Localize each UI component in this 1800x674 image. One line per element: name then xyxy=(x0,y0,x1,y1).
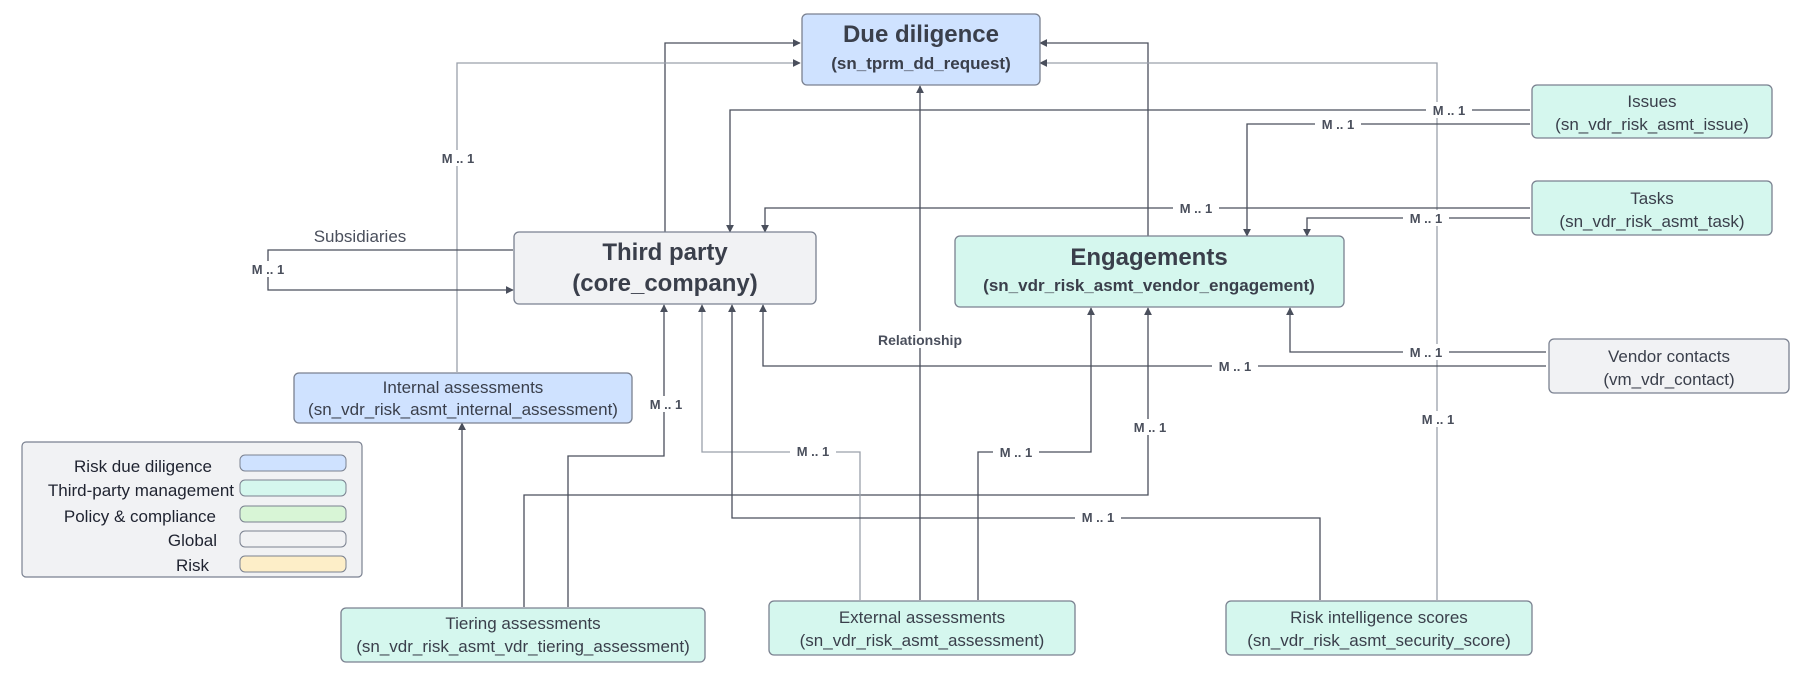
cardinality-label: M .. 1 xyxy=(1433,103,1466,118)
legend-label: Third-party management xyxy=(48,481,234,500)
connector-external-thirdparty xyxy=(698,304,861,600)
legend-item-policy-compliance: Policy & compliance xyxy=(64,505,347,526)
node-title: Vendor contacts xyxy=(1608,347,1730,366)
card-tiering-engagements: M .. 1 xyxy=(1127,419,1173,435)
card-contacts-thirdparty: M .. 1 xyxy=(1212,358,1258,374)
cardinality-label: M .. 1 xyxy=(1082,510,1115,525)
node-table-name: (sn_vdr_risk_asmt_internal_assessment) xyxy=(308,400,618,419)
connector-contacts-thirdparty xyxy=(759,304,1546,367)
legend-swatch xyxy=(239,555,347,573)
node-tasks[interactable]: Tasks (sn_vdr_risk_asmt_task) xyxy=(1531,180,1773,236)
connector-tiering-thirdparty xyxy=(567,304,668,607)
card-issues-engagements: M .. 1 xyxy=(1315,116,1361,132)
node-internal-assessments[interactable]: Internal assessments (sn_vdr_risk_asmt_i… xyxy=(293,372,633,424)
node-title: Third party xyxy=(602,239,728,266)
node-title: Engagements xyxy=(1070,244,1227,271)
cardinality-label: M .. 1 xyxy=(252,262,285,277)
card-tasks-thirdparty: M .. 1 xyxy=(1173,200,1219,216)
connector-issues-thirdparty xyxy=(726,109,1530,233)
node-vendor-contacts[interactable]: Vendor contacts (vm_vdr_contact) xyxy=(1548,338,1790,394)
node-title: Due diligence xyxy=(843,21,999,48)
legend-label: Risk due diligence xyxy=(74,457,212,476)
cardinality-label: M .. 1 xyxy=(797,444,830,459)
node-title: Risk intelligence scores xyxy=(1290,608,1468,627)
subsidiaries-label: Subsidiaries xyxy=(314,227,407,246)
legend-swatch xyxy=(239,530,347,548)
node-table-name: (sn_tprm_dd_request) xyxy=(831,54,1010,73)
connector-subsidiaries xyxy=(267,249,514,294)
node-title: Tiering assessments xyxy=(445,614,600,633)
connector-contacts-engagements xyxy=(1286,307,1546,353)
card-tasks-engagements: M .. 1 xyxy=(1403,210,1449,226)
card-contacts-engagements: M .. 1 xyxy=(1403,344,1449,360)
connector-thirdparty-duediligence xyxy=(664,39,801,232)
connector-tasks-thirdparty xyxy=(761,207,1530,233)
node-risk-intelligence-scores[interactable]: Risk intelligence scores (sn_vdr_risk_as… xyxy=(1225,600,1533,656)
card-tiering-thirdparty: M .. 1 xyxy=(643,396,689,412)
card-external-thirdparty: M .. 1 xyxy=(790,443,836,459)
node-table-name: (sn_vdr_risk_asmt_assessment) xyxy=(800,631,1045,650)
legend-item-risk: Risk xyxy=(176,555,347,575)
cardinality-label: M .. 1 xyxy=(1219,359,1252,374)
connector-tasks-engagements xyxy=(1303,217,1530,237)
node-title: Tasks xyxy=(1630,189,1673,208)
card-issues-thirdparty: M .. 1 xyxy=(1426,102,1472,118)
cardinality-label: M .. 1 xyxy=(1000,445,1033,460)
connector-engagements-duediligence xyxy=(1039,39,1149,236)
node-table-name: (vm_vdr_contact) xyxy=(1603,370,1734,389)
cardinality-label: M .. 1 xyxy=(1422,412,1455,427)
cardinality-label: M .. 1 xyxy=(1180,201,1213,216)
cardinality-label: M .. 1 xyxy=(1322,117,1355,132)
legend-label: Risk xyxy=(176,556,210,575)
legend-swatch xyxy=(239,505,347,523)
card-riskintel-thirdparty: M .. 1 xyxy=(1075,509,1121,525)
legend-label: Policy & compliance xyxy=(64,507,216,526)
connector-issues-engagements xyxy=(1243,123,1530,237)
cardinality-label: M .. 1 xyxy=(650,397,683,412)
cardinality-label: M .. 1 xyxy=(1134,420,1167,435)
node-table-name: (sn_vdr_risk_asmt_vdr_tiering_assessment… xyxy=(356,637,690,656)
node-third-party[interactable]: Third party (core_company) xyxy=(513,231,817,305)
cardinality-label: M .. 1 xyxy=(1410,211,1443,226)
legend-label: Global xyxy=(168,531,217,550)
relationship-label: Relationship xyxy=(878,332,962,348)
card-subsidiaries: M .. 1 xyxy=(245,261,291,277)
card-riskintel-duediligence: M .. 1 xyxy=(1415,411,1461,427)
legend-swatch xyxy=(239,454,347,472)
node-table-name: (core_company) xyxy=(572,270,757,297)
legend-item-third-party-management: Third-party management xyxy=(48,479,347,500)
legend-item-global: Global xyxy=(168,530,347,550)
legend-swatch xyxy=(239,479,347,497)
node-title: Issues xyxy=(1627,92,1676,111)
node-tiering-assessments[interactable]: Tiering assessments (sn_vdr_risk_asmt_vd… xyxy=(340,607,706,663)
node-table-name: (sn_vdr_risk_asmt_task) xyxy=(1559,212,1744,231)
card-external-engagements: M .. 1 xyxy=(993,444,1039,460)
node-title: External assessments xyxy=(839,608,1005,627)
legend-item-risk-due-diligence: Risk due diligence xyxy=(74,454,347,476)
node-external-assessments[interactable]: External assessments (sn_vdr_risk_asmt_a… xyxy=(768,600,1076,656)
card-internal-duediligence: M .. 1 xyxy=(435,150,481,166)
node-table-name: (sn_vdr_risk_asmt_vendor_engagement) xyxy=(983,276,1315,295)
cardinality-label: M .. 1 xyxy=(1410,345,1443,360)
node-due-diligence[interactable]: Due diligence (sn_tprm_dd_request) xyxy=(801,13,1041,86)
node-title: Internal assessments xyxy=(383,378,544,397)
connector-riskintel-thirdparty xyxy=(728,304,1321,600)
connector-tiering-engagements xyxy=(523,307,1152,607)
relationship-label-group: Relationship xyxy=(872,331,968,348)
legend: Risk due diligence Third-party managemen… xyxy=(21,441,363,578)
node-table-name: (sn_vdr_risk_asmt_security_score) xyxy=(1247,631,1511,650)
node-issues[interactable]: Issues (sn_vdr_risk_asmt_issue) xyxy=(1531,84,1773,139)
connector-internal-duediligence xyxy=(456,59,801,372)
node-table-name: (sn_vdr_risk_asmt_issue) xyxy=(1555,115,1749,134)
node-engagements[interactable]: Engagements (sn_vdr_risk_asmt_vendor_eng… xyxy=(954,235,1345,308)
cardinality-label: M .. 1 xyxy=(442,151,475,166)
